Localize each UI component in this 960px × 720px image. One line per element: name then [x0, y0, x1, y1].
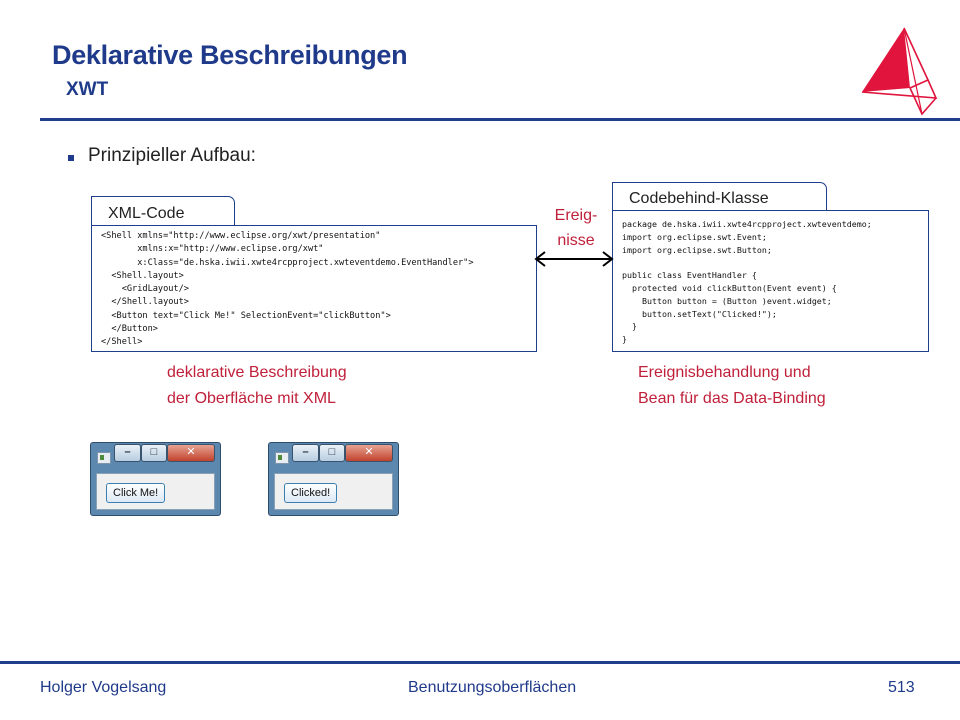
university-logo [861, 27, 938, 116]
xml-code-tab-label: XML-Code [108, 205, 185, 222]
codebehind-code-listing: package de.hska.iwii.xwte4rcpproject.xwt… [622, 219, 872, 345]
maximize-icon[interactable]: □ [141, 444, 167, 462]
slide-title: Deklarative Beschreibungen [52, 40, 408, 70]
xml-code-listing: <Shell xmlns="http://www.eclipse.org/xwt… [101, 231, 474, 348]
codebehind-tab: Codebehind-Klasse [612, 182, 827, 211]
codebehind-caption: Ereignisbehandlung und Bean für das Data… [638, 360, 826, 412]
xml-caption-line1: deklarative Beschreibung [167, 364, 347, 381]
window-app-icon [275, 452, 289, 464]
events-label: Ereig- nisse [544, 203, 608, 253]
codebehind-tab-label: Codebehind-Klasse [629, 190, 769, 207]
bullet-marker [68, 155, 74, 161]
footer-page-number: 513 [888, 679, 915, 696]
window-client-area: Clicked! [274, 473, 393, 510]
footer-divider [0, 661, 960, 664]
close-icon[interactable]: ✕ [167, 444, 215, 462]
demo-window-after: – □ ✕ Clicked! [268, 442, 399, 516]
demo-window-before: – □ ✕ Click Me! [90, 442, 221, 516]
events-label-line1: Ereig- [554, 207, 598, 224]
bullet-text: Prinzipieller Aufbau: [88, 145, 256, 166]
close-icon[interactable]: ✕ [345, 444, 393, 462]
xml-code-box: <Shell xmlns="http://www.eclipse.org/xwt… [91, 225, 537, 352]
window-client-area: Click Me! [96, 473, 215, 510]
minimize-icon[interactable]: – [292, 444, 319, 462]
footer-course: Benutzungsoberflächen [408, 679, 577, 696]
xml-caption-line2: der Oberfläche mit XML [167, 390, 336, 407]
double-arrow-icon [534, 251, 614, 267]
minimize-icon[interactable]: – [114, 444, 141, 462]
slide-subtitle: XWT [66, 79, 109, 100]
header-divider [40, 118, 960, 121]
maximize-icon[interactable]: □ [319, 444, 345, 462]
footer-author: Holger Vogelsang [40, 679, 167, 696]
events-label-line2: nisse [557, 232, 595, 249]
xml-caption: deklarative Beschreibung der Oberfläche … [167, 360, 347, 412]
clicked-button[interactable]: Clicked! [284, 483, 338, 503]
codebehind-code-box: package de.hska.iwii.xwte4rcpproject.xwt… [612, 210, 929, 352]
xml-code-tab: XML-Code [91, 196, 235, 226]
codebehind-caption-line2: Bean für das Data-Binding [638, 390, 826, 407]
window-app-icon [97, 452, 111, 464]
click-me-button[interactable]: Click Me! [106, 483, 166, 503]
codebehind-caption-line1: Ereignisbehandlung und [638, 364, 811, 381]
